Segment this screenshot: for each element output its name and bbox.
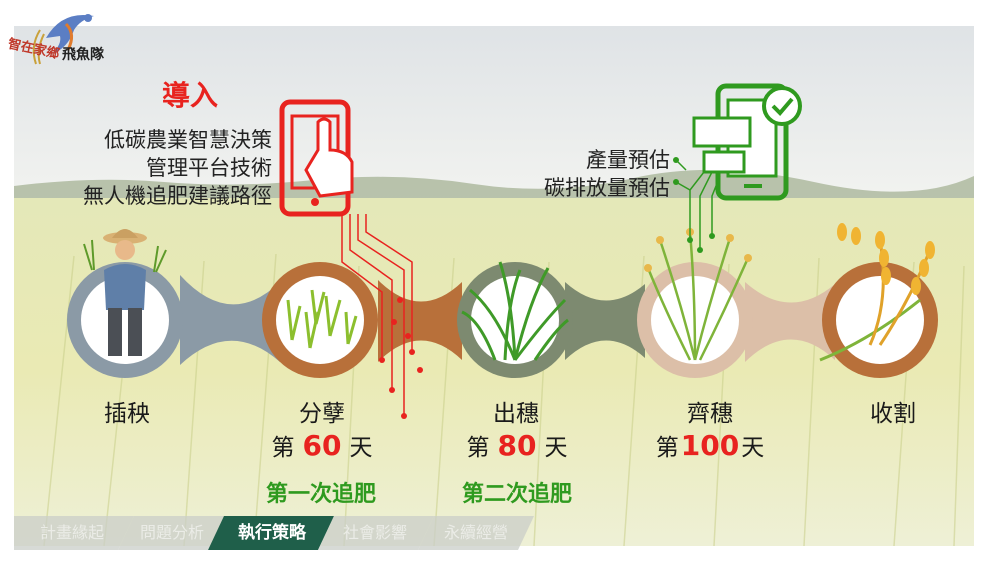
- farmer-icon: [83, 229, 167, 356]
- tab-execution-strategy[interactable]: 執行策略: [238, 523, 306, 543]
- rice-plant-icon: [461, 261, 569, 361]
- stage-circle: [67, 262, 183, 378]
- logo-text-right: 飛魚隊: [62, 47, 104, 63]
- tab-plan-origin[interactable]: 計畫緣起: [39, 523, 104, 542]
- intro-description: 低碳農業智慧決策 管理平台技術 無人機追肥建議路徑: [30, 126, 272, 210]
- intro-line: 無人機追肥建議路徑: [83, 184, 272, 208]
- stage-label: 插秧: [104, 401, 150, 427]
- tab-problem-analysis[interactable]: 問題分析: [139, 523, 204, 542]
- day-prefix: 第: [466, 435, 490, 461]
- day-number: 60: [302, 429, 342, 462]
- logo: 智在家鄉 飛魚隊: [6, 4, 116, 84]
- intro-line: 管理平台技術: [146, 156, 272, 180]
- day-suffix: 天: [349, 435, 373, 461]
- phone-touch-icon: [279, 99, 354, 217]
- fertilize-label: 第二次追肥: [461, 482, 572, 507]
- day-prefix: 第: [271, 435, 295, 461]
- day-suffix: 天: [544, 435, 568, 461]
- day-label: 第 60 天: [242, 428, 402, 462]
- day-prefix: 第: [655, 435, 679, 461]
- fish-logo-icon: [32, 14, 94, 65]
- stage-label: 收割: [870, 401, 916, 427]
- seedling-icon: [286, 289, 358, 349]
- rice-ear-icon: [644, 228, 752, 361]
- predict-line: 碳排放量預估: [544, 176, 670, 200]
- stage-label: 分孽: [299, 401, 345, 427]
- timeline-band: [180, 275, 835, 365]
- day-number: 100: [680, 429, 740, 462]
- stage-circle: [262, 262, 378, 378]
- intro-title: 導入: [162, 79, 219, 112]
- stage-label: 出穗: [493, 401, 539, 427]
- day-number: 80: [497, 429, 537, 462]
- stage-label: 齊穗: [687, 401, 733, 427]
- tab-social-impact[interactable]: 社會影響: [342, 523, 407, 542]
- day-suffix: 天: [741, 435, 765, 461]
- red-circuit-lines: [341, 214, 423, 419]
- phone-check-icon: [692, 83, 802, 201]
- day-label: 第 80 天: [437, 428, 597, 462]
- fertilize-label: 第一次追肥: [265, 482, 376, 507]
- tab-sustainable-operation[interactable]: 永續經營: [443, 523, 508, 542]
- predict-description: 產量預估 碳排放量預估: [470, 146, 670, 202]
- wheat-icon: [819, 223, 935, 362]
- green-circuit-lines: [673, 157, 721, 253]
- predict-line: 產量預估: [586, 148, 670, 172]
- intro-line: 低碳農業智慧決策: [104, 128, 272, 152]
- day-label: 第100天: [630, 428, 790, 462]
